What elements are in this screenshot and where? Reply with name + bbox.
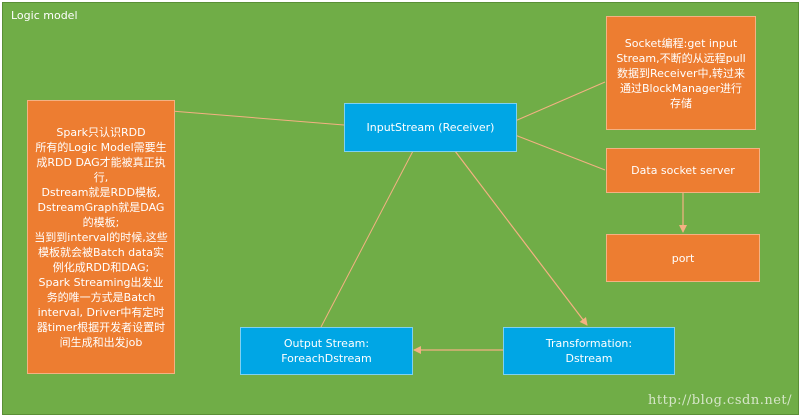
arrow-input-to-transformation — [454, 150, 588, 326]
port-node: port — [606, 234, 760, 282]
spark-note-box: Spark只认识RDD 所有的Logic Model需要生成RDD DAG才能被… — [27, 100, 175, 374]
transformation-node: Transformation: Dstream — [503, 327, 675, 375]
input-stream-node: InputStream (Receiver) — [344, 103, 517, 152]
watermark: http://blog.csdn.net/ — [648, 393, 792, 408]
connector-input-to-socket — [514, 81, 606, 122]
connectors — [170, 81, 687, 354]
diagram-title: Logic model — [11, 9, 78, 22]
connector-note-to-input — [170, 110, 345, 126]
connector-input-to-output — [320, 150, 414, 328]
data-socket-server-node: Data socket server — [606, 148, 760, 193]
connector-input-to-server — [514, 134, 606, 171]
socket-note-box: Socket编程:get input Stream,不断的从远程pull数据到R… — [606, 16, 756, 130]
diagram-canvas: Logic model Spark只认识RDD 所有的Logic Model需要… — [2, 2, 799, 415]
output-stream-node: Output Stream: ForeachDstream — [240, 327, 413, 375]
